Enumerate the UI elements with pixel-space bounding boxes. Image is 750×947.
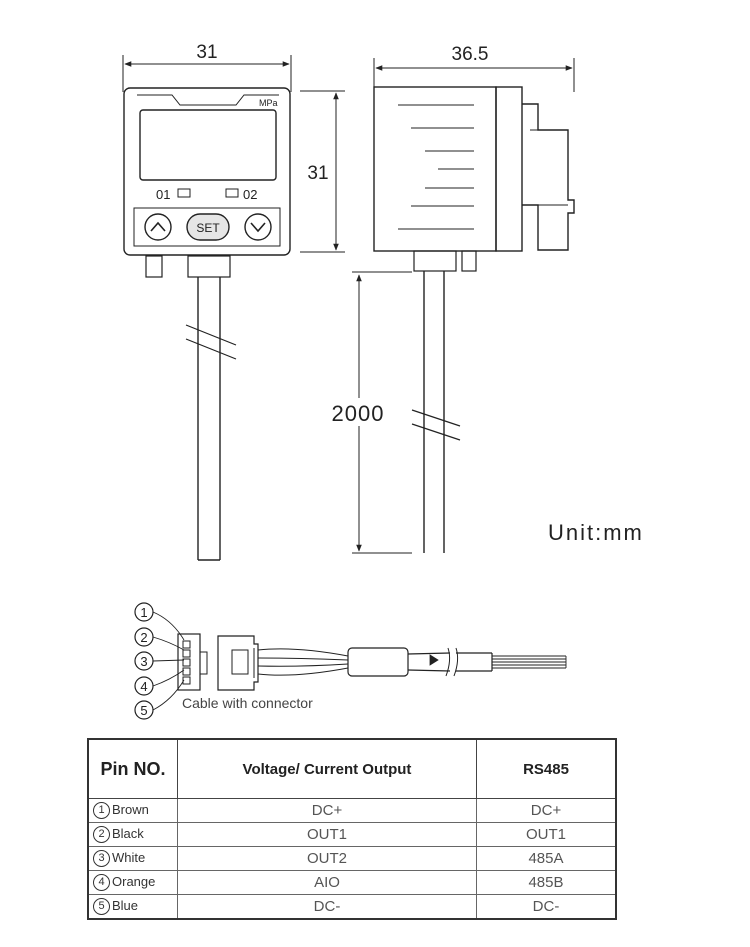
pin-marker-2-label: 2 (140, 630, 147, 645)
pin-number-badge: 4 (93, 874, 110, 892)
male-connector (217, 635, 259, 691)
front-width-value: 31 (196, 42, 217, 63)
rs485-cell: DC- (476, 894, 617, 920)
voltage-cell: OUT1 (177, 822, 477, 847)
sensor-body-front (123, 87, 291, 256)
side-depth-value: 36.5 (452, 44, 489, 65)
voltage-cell: DC- (177, 894, 477, 920)
down-button[interactable] (244, 213, 272, 241)
pin-marker-3-label: 3 (140, 654, 147, 669)
rs485-cell: OUT1 (476, 822, 617, 847)
lcd-display (139, 109, 277, 181)
cable-sleeve (347, 647, 409, 677)
front-view (122, 55, 292, 561)
rs485-cell: 485A (476, 846, 617, 871)
out1-label: 01 (156, 187, 170, 202)
out2-label: 02 (243, 187, 257, 202)
pin-color: Blue (112, 897, 139, 913)
unit-label: Unit:mm (548, 520, 644, 545)
display-unit-text: MPa (259, 98, 278, 108)
pin-color: Black (112, 825, 144, 841)
pin-color: White (112, 849, 146, 865)
voltage-cell: OUT2 (177, 846, 477, 871)
pin-table-header-rs485: RS485 (476, 738, 617, 799)
pin-marker-5-label: 5 (140, 703, 147, 718)
connector-caption: Cable with connector (182, 695, 313, 711)
female-connector (177, 633, 201, 691)
pin-color: Brown (112, 801, 149, 817)
sensor-body-side (373, 86, 497, 252)
pin-color: Orange (112, 873, 156, 889)
side-view (373, 58, 575, 553)
voltage-cell: AIO (177, 870, 477, 895)
set-button[interactable] (186, 213, 230, 241)
pin-marker-1-label: 1 (140, 605, 147, 620)
pin-table-header-voltage: Voltage/ Current Output (177, 738, 477, 799)
pin-table-header-row: Pin NO. Voltage/ Current Output RS485 (87, 738, 617, 799)
pin-number-badge: 3 (93, 850, 110, 868)
cable-length-value: 2000 (332, 401, 385, 426)
connector-drawing (134, 602, 567, 720)
out1-indicator-icon (177, 188, 191, 198)
rs485-cell: 485B (476, 870, 617, 895)
out2-indicator-icon (225, 188, 239, 198)
set-button-label: SET (196, 221, 220, 235)
up-button[interactable] (144, 213, 172, 241)
front-height-value: 31 (307, 163, 328, 184)
pin-number-badge: 2 (93, 826, 110, 844)
pin-table-header-pin: Pin NO. (87, 738, 178, 799)
voltage-cell: DC+ (177, 798, 477, 823)
pin-number-badge: 5 (93, 898, 110, 916)
pin-marker-4-label: 4 (140, 679, 147, 694)
pin-number-badge: 1 (93, 802, 110, 820)
rs485-cell: DC+ (476, 798, 617, 823)
